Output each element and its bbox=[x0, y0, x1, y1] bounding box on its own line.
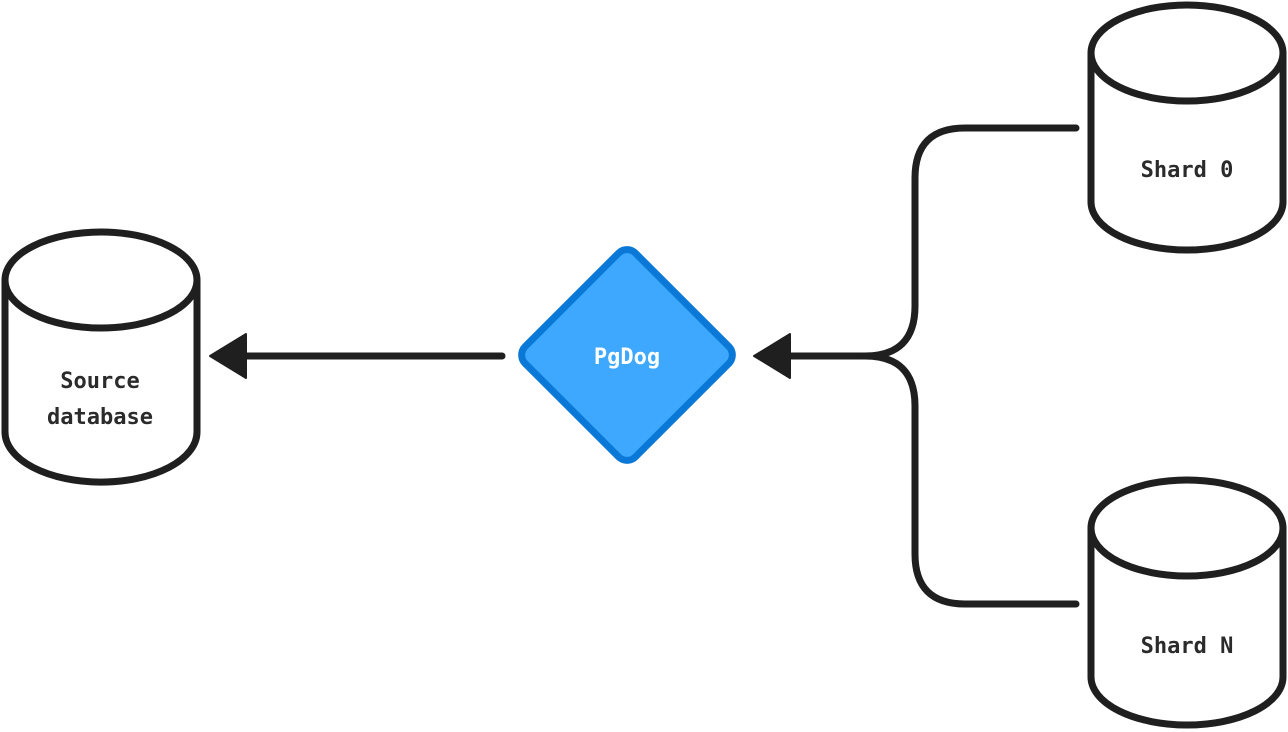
source-database-label-line2: database bbox=[47, 405, 153, 430]
shard-n-top bbox=[1087, 476, 1287, 580]
arrow-to-source-head bbox=[209, 333, 247, 379]
shard-0-body bbox=[1087, 53, 1287, 254]
shard-0-label: Shard 0 bbox=[1141, 158, 1234, 183]
pgdog-node: PgDog bbox=[518, 246, 736, 464]
connector-shard-0 bbox=[781, 124, 1080, 360]
shard-connectors bbox=[753, 124, 1080, 608]
arrow-to-source bbox=[209, 333, 506, 379]
shard-n-body bbox=[1087, 528, 1287, 729]
shard-n-label: Shard N bbox=[1141, 634, 1234, 659]
pgdog-label: PgDog bbox=[594, 345, 660, 370]
shard-n-cylinder: Shard N bbox=[1087, 476, 1287, 729]
shard-0-cylinder: Shard 0 bbox=[1087, 1, 1287, 254]
source-database-body bbox=[1, 280, 201, 486]
pgdog-diamond bbox=[518, 246, 736, 464]
source-database-cylinder: Source database bbox=[1, 228, 201, 486]
source-database-top bbox=[1, 228, 201, 332]
connector-shard-n bbox=[861, 352, 1080, 608]
shard-0-top bbox=[1087, 1, 1287, 105]
source-database-label-line1: Source bbox=[60, 369, 139, 394]
arrow-to-pgdog-head bbox=[753, 333, 791, 379]
